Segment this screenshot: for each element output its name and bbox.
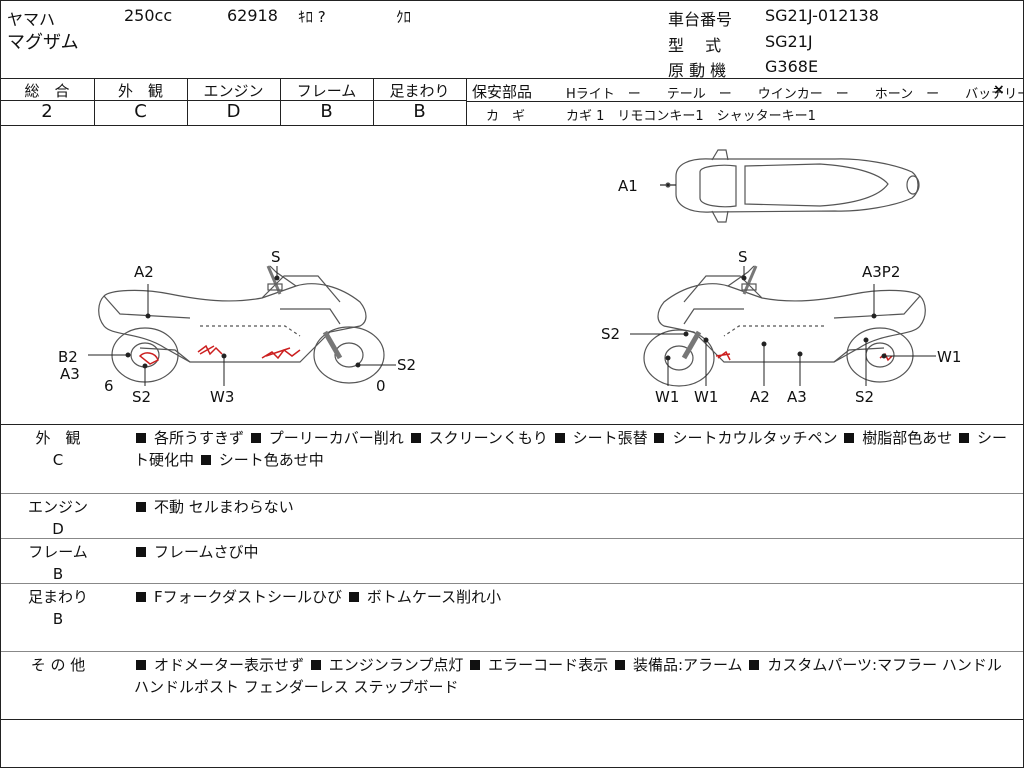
divider	[1, 100, 466, 101]
diagram-label: 6	[104, 377, 114, 395]
remark-grade-exterior: C	[52, 451, 64, 469]
color: ｸﾛ	[396, 8, 412, 26]
mileage: 62918	[227, 6, 278, 25]
diagram-label: 0	[376, 377, 386, 395]
safety-label: 保安部品	[472, 83, 533, 101]
divider	[1, 78, 1023, 79]
diagram-label: W3	[210, 388, 234, 406]
remark-label-suspension: 足まわり	[27, 588, 88, 606]
type-value: SG21J	[765, 32, 813, 51]
key-label: カ ギ	[486, 109, 526, 124]
remark-grade-engine: D	[52, 520, 64, 538]
grade-value-suspension: B	[413, 101, 426, 122]
divider	[466, 101, 1023, 102]
remark-grade-frame: B	[52, 565, 64, 583]
diagram-label: A2	[134, 263, 154, 281]
damage-diagram: A1 A2 S B2 A3 6 S2 W3 0 S2 S A3P2 S2 W1 …	[58, 149, 961, 406]
divider	[187, 78, 188, 125]
divider	[94, 78, 95, 125]
engine-label: 原 動 機	[668, 61, 727, 80]
diagram-label: S	[271, 248, 281, 266]
divider	[373, 78, 374, 125]
grade-value-exterior: C	[134, 101, 147, 122]
model-name: マグザム	[7, 32, 79, 53]
frame-no: SG21J-012138	[765, 6, 879, 25]
diagram-label: S2	[855, 388, 874, 406]
divider	[466, 78, 467, 125]
diagram-label: A3P2	[862, 263, 900, 281]
grade-header-suspension: 足まわり	[389, 82, 450, 100]
remark-grade-suspension: B	[52, 610, 64, 628]
diagram-label: W1	[655, 388, 679, 406]
safety-items: Hライト ー テール ー ウインカー ー ホーン ー バッテリー	[566, 87, 1024, 102]
grade-value-engine: D	[226, 101, 241, 122]
diagram-label: W1	[937, 348, 961, 366]
remark-notes-other: オドメーター表示せず エンジンランプ点灯 エラーコード表示 装備品:アラーム カ…	[134, 656, 1002, 696]
remark-notes-suspension: Fフォークダストシールひび ボトムケース削れ小	[134, 586, 1008, 608]
key-items: カギ 1 リモコンキー1 シャッターキー1	[566, 109, 816, 124]
remark-label-frame: フレーム	[28, 543, 88, 561]
right-side-scooter	[643, 265, 926, 387]
battery-missing-mark: ×	[993, 82, 1005, 98]
diagram-label: B2	[58, 348, 78, 366]
diagram-label: A2	[750, 388, 770, 406]
divider	[1, 538, 1023, 539]
divider	[1, 125, 1023, 126]
remark-label-exterior: 外 観	[35, 429, 81, 447]
diagram-label: S2	[132, 388, 151, 406]
divider	[280, 78, 281, 125]
displacement: 250cc	[124, 6, 173, 25]
divider	[1, 651, 1023, 652]
remark-label-engine: エンジン	[27, 498, 88, 516]
grade-value-frame: B	[320, 101, 333, 122]
remark-notes-frame: フレームさび中	[134, 541, 1008, 563]
remark-notes-engine: 不動 セルまわらない	[134, 496, 1008, 518]
diagram-label: W1	[694, 388, 718, 406]
remark-notes-exterior: 各所うすきず プーリーカバー削れ スクリーンくもり シート張替 シートカウルタッ…	[134, 429, 1008, 469]
diagram-label: S2	[397, 356, 416, 374]
grade-header-engine: エンジン	[203, 82, 264, 100]
grade-header-frame: フレーム	[296, 82, 357, 100]
left-side-scooter	[98, 265, 385, 384]
diagram-label: A3	[787, 388, 807, 406]
diagram-label: A3	[60, 365, 80, 383]
diagram-label: S	[738, 248, 748, 266]
mileage-unit: ｷﾛ ?	[298, 8, 326, 26]
diagram-label: A1	[618, 177, 638, 195]
damage-marks	[138, 344, 893, 365]
engine-value: G368E	[765, 57, 819, 76]
divider	[1, 719, 1023, 720]
type-label: 型 式	[668, 36, 722, 55]
maker: ヤマハ	[7, 10, 56, 29]
divider	[1, 583, 1023, 584]
frame-no-label: 車台番号	[668, 10, 733, 29]
divider	[1, 424, 1023, 425]
grade-header-exterior: 外 観	[117, 82, 163, 100]
grade-value-overall: 2	[41, 101, 53, 122]
top-view-scooter	[660, 149, 920, 223]
divider	[1, 493, 1023, 494]
grade-header-overall: 総 合	[24, 82, 70, 100]
diagram-label: S2	[601, 325, 620, 343]
remark-label-other: そ の 他	[30, 656, 86, 674]
